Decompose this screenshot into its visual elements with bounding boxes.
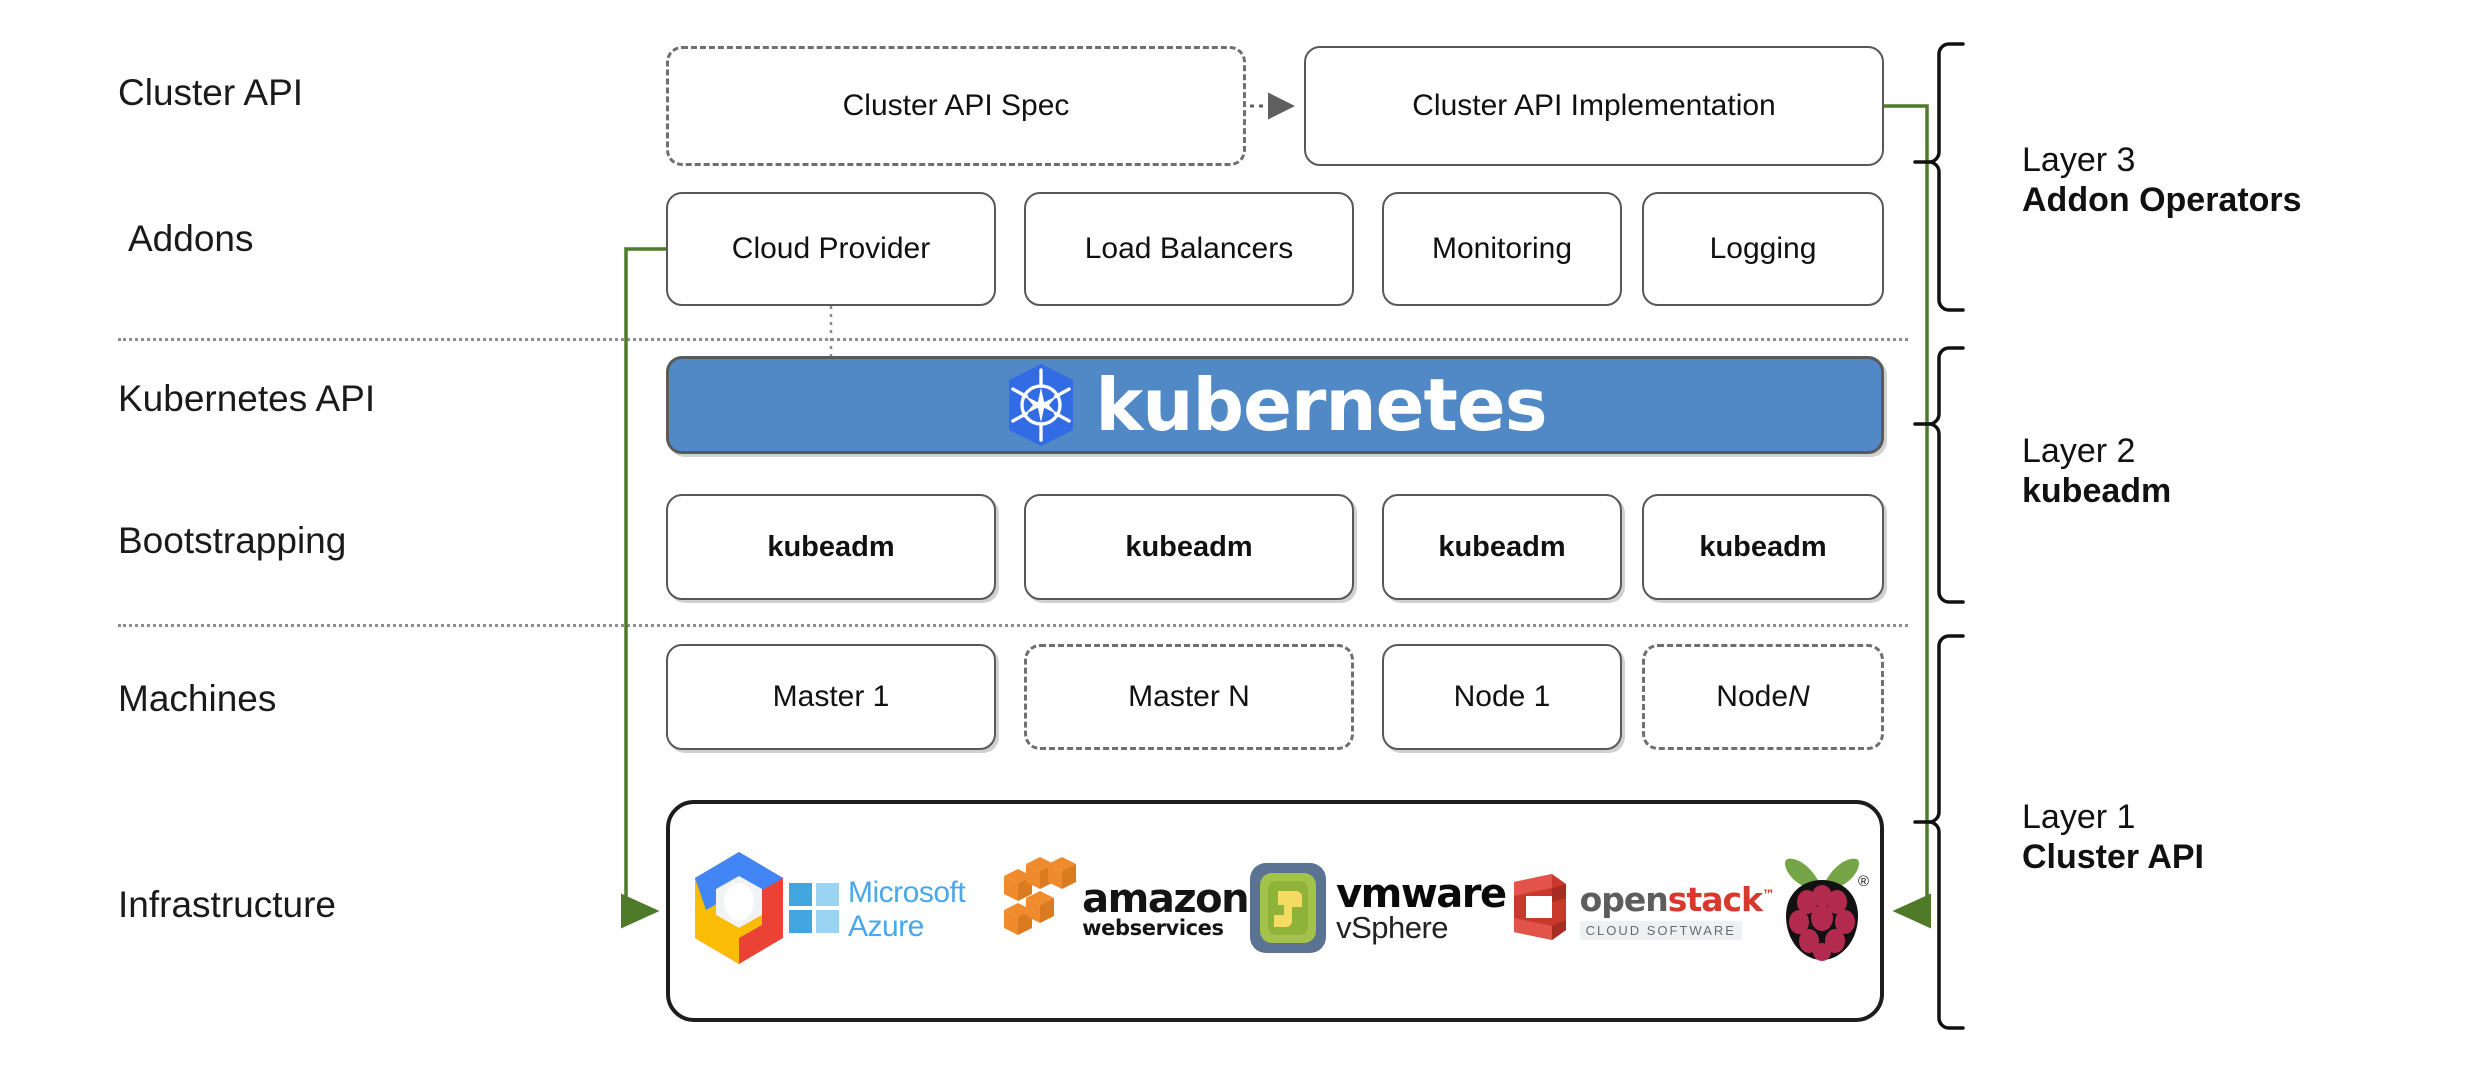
row-label-cluster-api: Cluster API — [118, 72, 304, 113]
vmware-wordmark-top: vmware — [1336, 871, 1507, 917]
row-label-addons: Addons — [128, 218, 254, 259]
layer-2-title: Layer 2 — [2022, 432, 2136, 470]
google-cloud-logo — [690, 850, 788, 971]
aws-wordmark-top: amazon — [1082, 876, 1249, 922]
windows-squares-icon — [788, 882, 840, 939]
openstack-logo: openstack™ CLOUD SOFTWARE — [1506, 868, 1775, 953]
band-separator-top — [118, 338, 1908, 341]
layer-2-label: Layer 2 kubeadm — [2022, 431, 2171, 511]
machine-box-node-1[interactable]: Node 1 — [1382, 644, 1622, 750]
row-label-kubernetes-api: Kubernetes API — [118, 378, 376, 419]
raspberry-pi-icon: ® — [1774, 850, 1870, 971]
layer-1-label: Layer 1 Cluster API — [2022, 797, 2204, 877]
kubeadm-box-1[interactable]: kubeadm — [666, 494, 996, 600]
openstack-word-open: open — [1579, 880, 1669, 919]
layer-3-brace — [1913, 42, 1965, 312]
vmware-vsphere-icon — [1248, 861, 1328, 960]
microsoft-azure-label: Microsoft Azure — [848, 876, 966, 943]
band-separator-bottom — [118, 624, 1908, 627]
cluster-api-implementation-box[interactable]: Cluster API Implementation — [1304, 46, 1884, 166]
kubeadm-box-2[interactable]: kubeadm — [1024, 494, 1354, 600]
infrastructure-logo-row: Microsoft Azure — [690, 845, 1870, 975]
addon-box-monitoring[interactable]: Monitoring — [1382, 192, 1622, 306]
microsoft-azure-logo: Microsoft Azure — [788, 876, 994, 944]
cloud-provider-to-infrastructure-arrow — [621, 247, 666, 929]
layer-1-brace — [1913, 634, 1965, 1030]
layer-2-subtitle: kubeadm — [2022, 472, 2172, 510]
vmware-vsphere-logo: vmware vSphere — [1248, 861, 1507, 960]
row-label-machines: Machines — [118, 678, 277, 719]
kubeadm-box-3[interactable]: kubeadm — [1382, 494, 1622, 600]
row-label-infrastructure: Infrastructure — [118, 884, 336, 925]
machine-box-master-1[interactable]: Master 1 — [666, 644, 996, 750]
layer-3-title: Layer 3 — [2022, 141, 2136, 179]
openstack-tagline: CLOUD SOFTWARE — [1579, 921, 1742, 940]
implementation-to-infrastructure-arrow — [1884, 104, 1931, 929]
layer-3-label: Layer 3 Addon Operators — [2022, 140, 2302, 220]
row-label-bootstrapping: Bootstrapping — [118, 520, 347, 561]
kubernetes-banner[interactable]: kubernetes — [666, 356, 1884, 454]
kubeadm-box-4[interactable]: kubeadm — [1642, 494, 1884, 600]
layer-1-title: Layer 1 — [2022, 798, 2136, 836]
aws-wordmark-bottom: webservices — [1082, 916, 1224, 940]
amazon-web-services-logo: amazon webservices — [994, 856, 1250, 965]
cluster-api-spec-box[interactable]: Cluster API Spec — [666, 46, 1246, 166]
machine-box-node-n[interactable]: Node N — [1642, 644, 1884, 750]
openstack-wordmark: openstack™ CLOUD SOFTWARE — [1579, 880, 1775, 940]
machine-box-master-n[interactable]: Master N — [1024, 644, 1354, 750]
openstack-trademark: ™ — [1762, 888, 1775, 903]
layer-2-brace — [1913, 346, 1965, 604]
aws-wordmark: amazon webservices — [1082, 876, 1249, 940]
aws-cubes-icon — [994, 856, 1078, 965]
kubernetes-wordmark: kubernetes — [1095, 363, 1547, 447]
layer-3-subtitle: Addon Operators — [2022, 181, 2302, 219]
machine-box-node-n-index: N — [1788, 680, 1810, 713]
google-cloud-hexagon-icon — [690, 850, 788, 971]
raspberry-pi-registered-mark: ® — [1858, 873, 1869, 890]
openstack-cube-icon — [1506, 868, 1572, 953]
vmware-wordmark-bottom: vSphere — [1336, 910, 1449, 945]
addon-box-logging[interactable]: Logging — [1642, 192, 1884, 306]
openstack-wordmark-top: openstack™ — [1579, 880, 1775, 919]
layer-1-subtitle: Cluster API — [2022, 838, 2205, 876]
addon-box-load-balancers[interactable]: Load Balancers — [1024, 192, 1354, 306]
vmware-wordmark: vmware vSphere — [1336, 871, 1507, 945]
machine-box-node-n-label: Node — [1716, 680, 1789, 713]
raspberry-pi-logo: ® — [1774, 850, 1870, 971]
openstack-word-stack: stack — [1667, 880, 1763, 919]
addon-box-cloud-provider[interactable]: Cloud Provider — [666, 192, 996, 306]
kubernetes-helm-wheel-icon — [1003, 362, 1079, 448]
